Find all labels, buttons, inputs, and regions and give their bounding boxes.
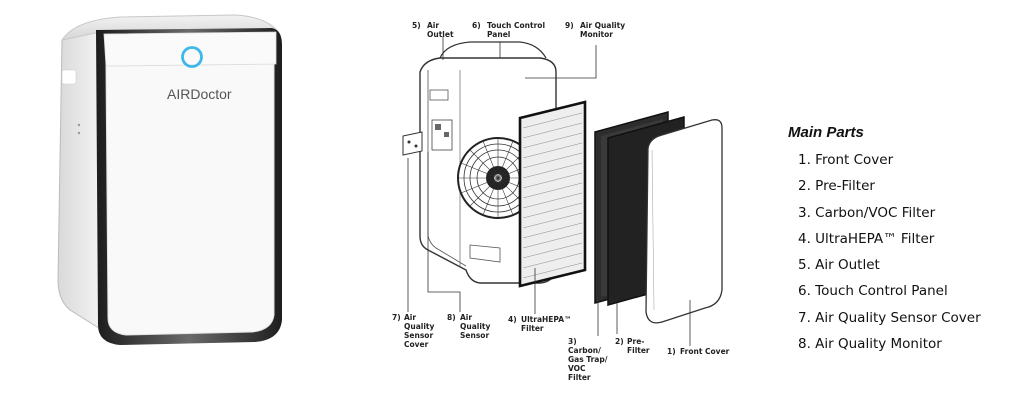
legend-item: 8. Air Quality Monitor — [798, 336, 942, 353]
air-purifier-product-image: AIRDoctor — [57, 14, 282, 345]
leader-lines — [407, 36, 691, 346]
legend-item: 7. Air Quality Sensor Cover — [798, 309, 981, 326]
legend-item: 5. Air Outlet — [798, 257, 880, 274]
label-air-quality-monitor: 9) Air Quality Monitor — [565, 21, 628, 39]
legend-item: 4. UltraHEPA™ Filter — [798, 230, 935, 247]
label-front-cover: 1) Front Cover — [667, 347, 730, 356]
label-touch-control-panel: 6) Touch Control Panel — [472, 21, 548, 39]
label-pre-filter: 2) Pre- Filter — [615, 337, 650, 355]
ultrahepa-filter-part — [518, 100, 587, 288]
legend-item: 1. Front Cover — [798, 152, 894, 168]
label-air-outlet: 5) Air Outlet — [412, 21, 454, 39]
power-ring-indicator — [181, 46, 203, 68]
sensor-cover-part — [402, 131, 423, 156]
legend-title: Main Parts — [788, 124, 864, 141]
legend-list: 1. Front Cover 2. Pre-Filter 3. Carbon/V… — [788, 147, 1018, 357]
exploded-parts-diagram: 5) Air Outlet 6) Touch Control Panel 9) … — [392, 21, 730, 382]
label-carbon-filter: 3) Carbon/ Gas Trap/ VOC Filter — [568, 337, 610, 382]
main-parts-legend: Main Parts 1. Front Cover 2. Pre-Filter … — [788, 124, 1018, 357]
brand-logo: AIRDoctor — [167, 86, 232, 102]
label-air-quality-sensor-cover: 7) Air Quality Sensor Cover — [392, 313, 437, 349]
label-ultrahepa-filter: 4) UltraHEPA™ Filter — [508, 315, 574, 333]
purifier-body — [57, 14, 282, 345]
legend-item: 3. Carbon/VOC Filter — [798, 204, 936, 221]
front-cover-part — [645, 119, 723, 324]
legend-item: 2. Pre-Filter — [798, 178, 875, 195]
legend-item: 6. Touch Control Panel — [798, 283, 948, 300]
label-air-quality-sensor: 8) Air Quality Sensor — [447, 313, 493, 340]
